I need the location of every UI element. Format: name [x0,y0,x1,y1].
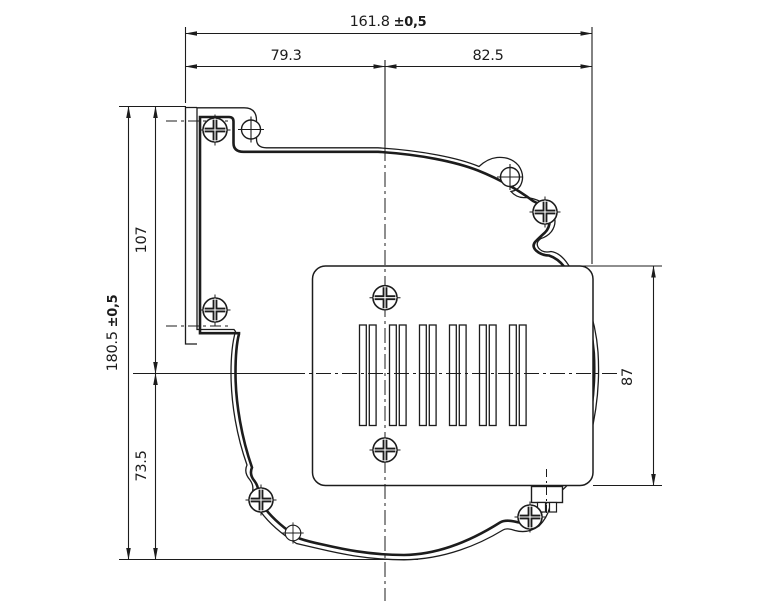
vent-slat [508,324,517,427]
vent-slat [428,324,437,427]
label-axis-to-right: 82.5 [472,48,503,64]
screw-hole-crosshair-icon [237,115,265,144]
vent-slat [358,324,367,427]
vent-slat [488,324,497,427]
screw-hole-crosshair-icon [496,163,524,191]
vent-slat [388,324,397,427]
label-overall-height: 180.5±0,5 [105,294,121,371]
dimension-labels: 161.8±0,5 79.3 82.5 180.5±0,5 107 73.5 8… [105,14,636,482]
terminal-pin [548,501,558,513]
vent-slat [368,324,377,427]
screw-hole-crosshair-icon [281,521,305,545]
vent-slots [358,324,527,427]
label-overall-width: 161.8±0,5 [350,14,427,30]
inlet-flange [184,106,197,345]
phillips-screw-icon [198,293,232,327]
label-axis-to-bottom: 73.5 [134,450,150,481]
vent-slat [478,324,487,427]
centerlines [166,120,619,601]
vent-slat [458,324,467,427]
vent-slat [448,324,457,427]
dimension-annotations [119,27,662,561]
vent-slat [398,324,407,427]
label-top-to-axis: 107 [134,227,150,254]
label-cover-height: 87 [620,368,636,386]
motor-cover-outline [311,265,594,487]
phillips-screw-icon [198,113,232,147]
label-inlet-to-axis: 79.3 [270,48,301,64]
vent-slat [418,324,427,427]
phillips-screw-icon [244,483,278,517]
motor-cover [311,265,594,487]
vent-slat [518,324,527,427]
